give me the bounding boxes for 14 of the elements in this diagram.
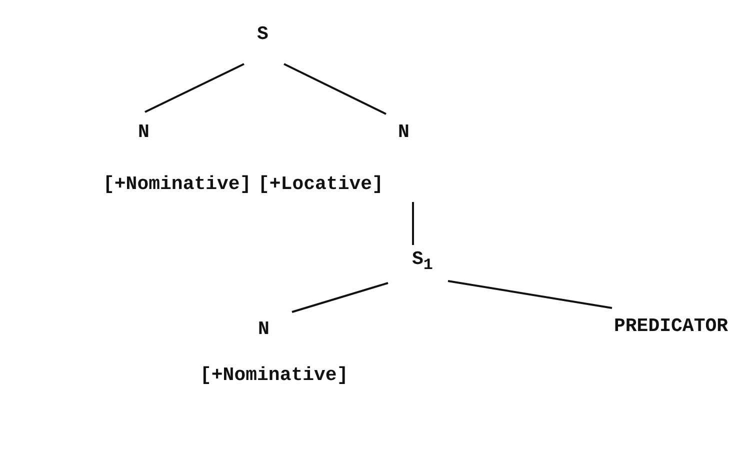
tree-branch-line [412, 202, 414, 245]
tree-branch-line [144, 63, 244, 113]
tree-branch-line [284, 63, 386, 115]
tree-node-label: N [138, 121, 150, 143]
tree-branch-line [292, 282, 388, 313]
tree-node-label: PREDICATOR [614, 315, 728, 337]
feature-label: [+Nominative] [103, 173, 252, 195]
tree-node-label: N [258, 318, 270, 340]
tree-node-label: N [398, 121, 410, 143]
tree-node-label: S [257, 23, 268, 45]
tree-node-label: S$_{1}$ [412, 248, 433, 276]
tree-branch-line [448, 280, 612, 309]
feature-label: [+Locative] [258, 173, 384, 195]
feature-label: [+Nominative] [200, 364, 348, 386]
